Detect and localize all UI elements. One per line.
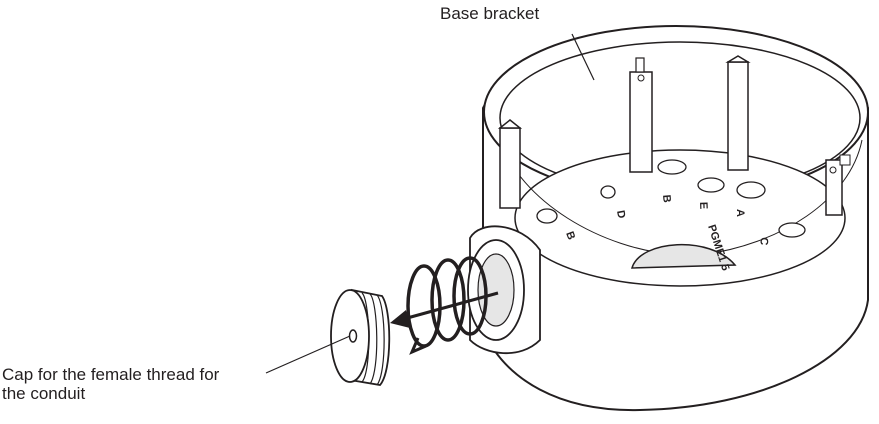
post-center	[629, 57, 653, 173]
label-cap: Cap for the female thread for the condui…	[2, 365, 219, 403]
center-hole	[630, 244, 737, 269]
post-left	[497, 119, 523, 209]
floor-holes	[536, 159, 806, 238]
hole-mark: E	[697, 202, 709, 210]
side-port	[467, 225, 541, 355]
pull-arrow	[390, 291, 499, 328]
post-far-right	[825, 154, 851, 216]
leader-line-base	[571, 33, 595, 81]
label-base-bracket: Base bracket	[440, 4, 540, 23]
hole-mark: B	[563, 230, 577, 242]
hole-mark: D	[614, 209, 627, 219]
leader-line-cap	[265, 335, 351, 374]
cap	[330, 288, 391, 386]
post-right	[725, 55, 751, 171]
hole-mark: B	[660, 194, 673, 203]
hole-mark: C	[757, 237, 770, 246]
hole-mark: A	[734, 209, 746, 217]
label-cap-line2: the conduit	[2, 384, 86, 403]
label-cap-line1: Cap for the female thread for	[2, 365, 220, 384]
bracket-floor	[514, 149, 846, 287]
